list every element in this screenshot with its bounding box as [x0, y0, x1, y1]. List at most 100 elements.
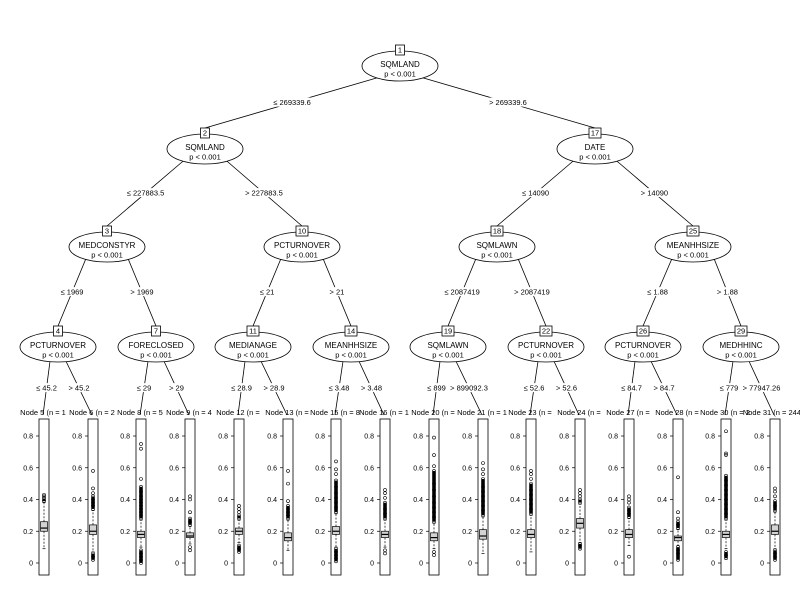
terminal-node-24: Node 24 (n = 00.20.40.60.8 — [557, 408, 601, 576]
outlier-point — [286, 481, 290, 486]
node-variable: SQMLAWN — [476, 241, 517, 250]
y-tick-label: 0.4 — [315, 497, 325, 504]
y-tick-label: 0 — [321, 561, 325, 568]
edge-label-text: > 2087419 — [514, 288, 550, 297]
boxplot-panel — [574, 418, 586, 576]
y-tick-label: 0.2 — [510, 529, 520, 536]
outlier-point — [627, 494, 631, 499]
node-id-box — [588, 127, 602, 139]
edge-label-text: > 1.88 — [717, 288, 738, 297]
node-p-value: p < 0.001 — [237, 351, 269, 360]
node-id-box — [686, 225, 700, 237]
terminal-node-21: Node 21 (n = 100.20.40.60.8 — [457, 408, 507, 576]
boxplot-panel — [184, 418, 196, 576]
edge-label-text: ≤ 29 — [137, 384, 152, 393]
outlier-band — [286, 505, 290, 519]
y-tick-label: 0.8 — [72, 434, 82, 441]
outlier-point — [578, 488, 582, 492]
outlier-band — [237, 545, 241, 552]
outlier-band — [529, 483, 533, 514]
edge-label: ≤ 1969 — [58, 287, 86, 297]
terminal-header: Node 24 (n = — [557, 408, 601, 417]
outlier-point — [188, 545, 192, 549]
node-id-box — [53, 325, 63, 337]
outlier-point — [334, 459, 338, 464]
y-tick-label: 0.6 — [705, 465, 715, 472]
outlier-band — [773, 550, 777, 560]
y-tick-label: 0 — [516, 561, 520, 568]
edge-label: > 227883.5 — [242, 188, 286, 198]
terminal-header: Node 9 (n = 4 — [166, 408, 212, 417]
edge-label: ≤ 52.6 — [520, 383, 548, 393]
node-id-box — [441, 325, 455, 337]
iqr-box — [527, 529, 535, 538]
y-tick-label: 0.2 — [72, 529, 82, 536]
y-tick-label: 0.4 — [413, 497, 423, 504]
node-p-value: p < 0.001 — [384, 70, 416, 79]
edge-label: > 1.88 — [713, 287, 742, 297]
node-id-box — [295, 225, 309, 237]
y-tick-label: 0 — [419, 561, 423, 568]
terminal-node-23: Node 23 (n = 00.20.40.60.8 — [508, 408, 552, 576]
node-variable: FORECLOSED — [128, 341, 183, 350]
edge-label-text: ≤ 21 — [260, 288, 275, 297]
boxplot-panel — [233, 418, 245, 576]
edge-label: > 3.48 — [357, 383, 386, 393]
terminal-header: Node 28 (n = — [655, 408, 699, 417]
outlier-point — [188, 510, 192, 515]
y-tick-label: 0.6 — [23, 465, 33, 472]
node-id: 14 — [347, 327, 355, 336]
boxplot-panel — [38, 418, 50, 576]
outlier-band — [42, 499, 46, 502]
edge-label-text: > 21 — [330, 288, 345, 297]
y-tick-label: 0 — [663, 561, 667, 568]
outlier-point — [334, 472, 338, 476]
outlier-point — [286, 499, 290, 503]
outlier-point — [481, 467, 485, 472]
outlier-band — [139, 550, 143, 563]
y-tick-label: 0.8 — [413, 434, 423, 441]
node-id: 25 — [689, 227, 697, 236]
node-id: 19 — [444, 327, 452, 336]
edge-label: > 269339.6 — [486, 97, 530, 107]
y-tick-label: 0 — [760, 561, 764, 568]
y-tick-label: 0.8 — [462, 434, 472, 441]
edge-label: > 899092.3 — [447, 383, 491, 393]
y-tick-label: 0.6 — [657, 465, 667, 472]
outlier-point — [724, 451, 728, 456]
terminal-node-20: Node 20 (n = 00.20.40.60.8 — [411, 408, 455, 576]
outlier-point — [481, 472, 485, 476]
outlier-band — [237, 515, 241, 519]
node-p-value: p < 0.001 — [189, 153, 221, 162]
edge-label: ≤ 3.48 — [325, 383, 353, 393]
outlier-point — [773, 486, 777, 491]
terminal-node-30: Node 30 (n = 200.20.40.60.8 — [700, 408, 750, 576]
node-p-value: p < 0.001 — [91, 251, 123, 260]
edge-label-text: ≤ 227883.5 — [127, 189, 164, 198]
y-tick-label: 0.6 — [364, 465, 374, 472]
outlier-point — [529, 477, 533, 481]
boxplot-panel — [769, 418, 781, 576]
edge-label-text: > 899092.3 — [450, 384, 488, 393]
terminal-header: Node 20 (n = — [411, 408, 455, 417]
y-tick-label: 0.6 — [315, 465, 325, 472]
y-tick-label: 0.4 — [462, 497, 472, 504]
iqr-box — [625, 529, 633, 538]
outlier-point — [188, 494, 192, 499]
terminal-header: Node 13 (n = — [265, 408, 309, 417]
y-tick-label: 0.8 — [559, 434, 569, 441]
outlier-point — [91, 486, 95, 491]
y-tick-label: 0.8 — [705, 434, 715, 441]
outlier-point — [529, 469, 533, 473]
y-tick-label: 0.6 — [608, 465, 618, 472]
outlier-band — [627, 507, 631, 517]
outlier-band — [188, 518, 192, 525]
terminal-node-28: Node 28 (n = 00.20.40.60.8 — [655, 408, 699, 576]
node-id: 17 — [591, 129, 599, 138]
y-tick-label: 0.6 — [120, 465, 130, 472]
outlier-point — [627, 554, 631, 559]
y-tick-label: 0.6 — [559, 465, 569, 472]
